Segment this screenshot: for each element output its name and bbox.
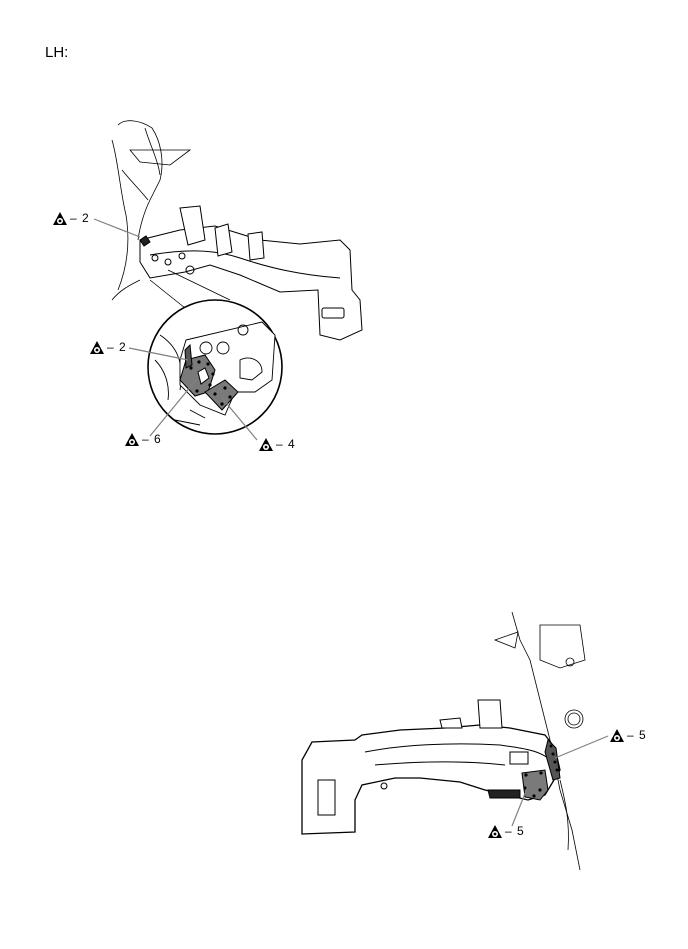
callout-inset-weld-6: – 6 <box>125 432 162 446</box>
callout-inset-weld-4: – 4 <box>259 437 296 451</box>
inset-weld-dots <box>189 360 232 406</box>
weld-count-label: – 6 <box>142 432 162 446</box>
inset-weld-area-4 <box>204 379 239 411</box>
spot-weld-triangle-icon <box>259 437 273 451</box>
upper-weld-mark <box>139 235 151 247</box>
lower-weld-area-5 <box>521 769 549 801</box>
lower-side-member <box>301 699 561 835</box>
weld-count-label: – 2 <box>107 340 127 354</box>
spot-weld-triangle-icon <box>125 432 139 446</box>
weld-count-label: – 5 <box>627 728 647 742</box>
spot-weld-triangle-icon <box>610 728 624 742</box>
upper-body-panel <box>111 120 192 301</box>
callout-upper-weld-2a: – 2 <box>53 211 90 225</box>
callout-lower-weld-5a: – 5 <box>610 728 647 742</box>
weld-count-label: – 2 <box>70 211 90 225</box>
spot-weld-triangle-icon <box>488 824 502 838</box>
spot-weld-triangle-icon <box>53 211 67 225</box>
weld-count-label: – 4 <box>276 437 296 451</box>
weld-count-label: – 5 <box>505 824 525 838</box>
upper-side-member <box>139 205 363 341</box>
lower-body-panel <box>493 611 586 871</box>
leader-lines <box>93 218 609 827</box>
callout-lower-weld-5b: – 5 <box>488 824 525 838</box>
callout-inset-weld-2b: – 2 <box>90 340 127 354</box>
spot-weld-triangle-icon <box>90 340 104 354</box>
page-heading: LH: <box>45 44 69 61</box>
